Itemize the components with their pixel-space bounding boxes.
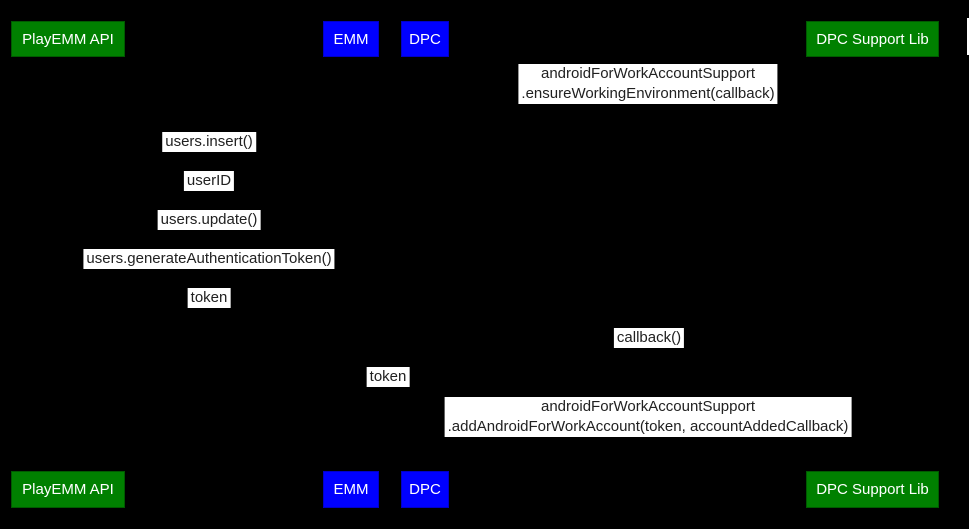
message-add-android-for-work-account: androidForWorkAccountSupport .addAndroidF… — [444, 397, 852, 437]
message-text: token — [190, 289, 228, 306]
message-users-generate-authentication-token: users.generateAuthenticationToken() — [83, 249, 335, 269]
message-user-id: userID — [183, 171, 235, 191]
message-text: androidForWorkAccountSupport — [541, 398, 755, 415]
message-text: userID — [186, 172, 232, 189]
message-users-update: users.update() — [157, 210, 261, 230]
actor-label: EMM — [333, 481, 369, 498]
message-text: .addAndroidForWorkAccount(token, account… — [447, 418, 849, 435]
actor-label: DPC — [409, 30, 441, 48]
right-edge-cutoff-box — [967, 18, 969, 55]
message-text: androidForWorkAccountSupport — [540, 65, 755, 82]
message-users-insert: users.insert() — [162, 132, 256, 152]
message-text: users.update() — [160, 211, 258, 228]
actor-dpc-support-lib: DPC Support Lib — [806, 471, 939, 508]
actor-label: PlayEMM API — [22, 30, 114, 48]
message-ensure-working-environment: androidForWorkAccountSupport .ensureWorki… — [518, 64, 778, 104]
actor-label: PlayEMM API — [22, 481, 114, 498]
actor-emm: EMM — [323, 471, 379, 508]
actor-label: DPC Support Lib — [816, 30, 929, 48]
actor-dpc: DPC — [401, 21, 449, 57]
actor-label: EMM — [333, 30, 369, 48]
message-text: .ensureWorkingEnvironment(callback) — [521, 85, 775, 102]
actor-label: DPC — [409, 481, 441, 498]
message-text: users.generateAuthenticationToken() — [86, 250, 332, 267]
actor-playemm-api: PlayEMM API — [11, 21, 125, 57]
message-text: token — [369, 368, 407, 385]
message-text: callback() — [616, 329, 682, 346]
actor-playemm-api: PlayEMM API — [11, 471, 125, 508]
message-callback: callback() — [613, 328, 685, 348]
actor-dpc-support-lib: DPC Support Lib — [806, 21, 939, 57]
actor-dpc: DPC — [401, 471, 449, 508]
message-text: users.insert() — [165, 133, 253, 150]
actor-emm: EMM — [323, 21, 379, 57]
message-token-pass: token — [366, 367, 410, 387]
actor-label: DPC Support Lib — [816, 481, 929, 498]
message-token-return: token — [187, 288, 231, 308]
